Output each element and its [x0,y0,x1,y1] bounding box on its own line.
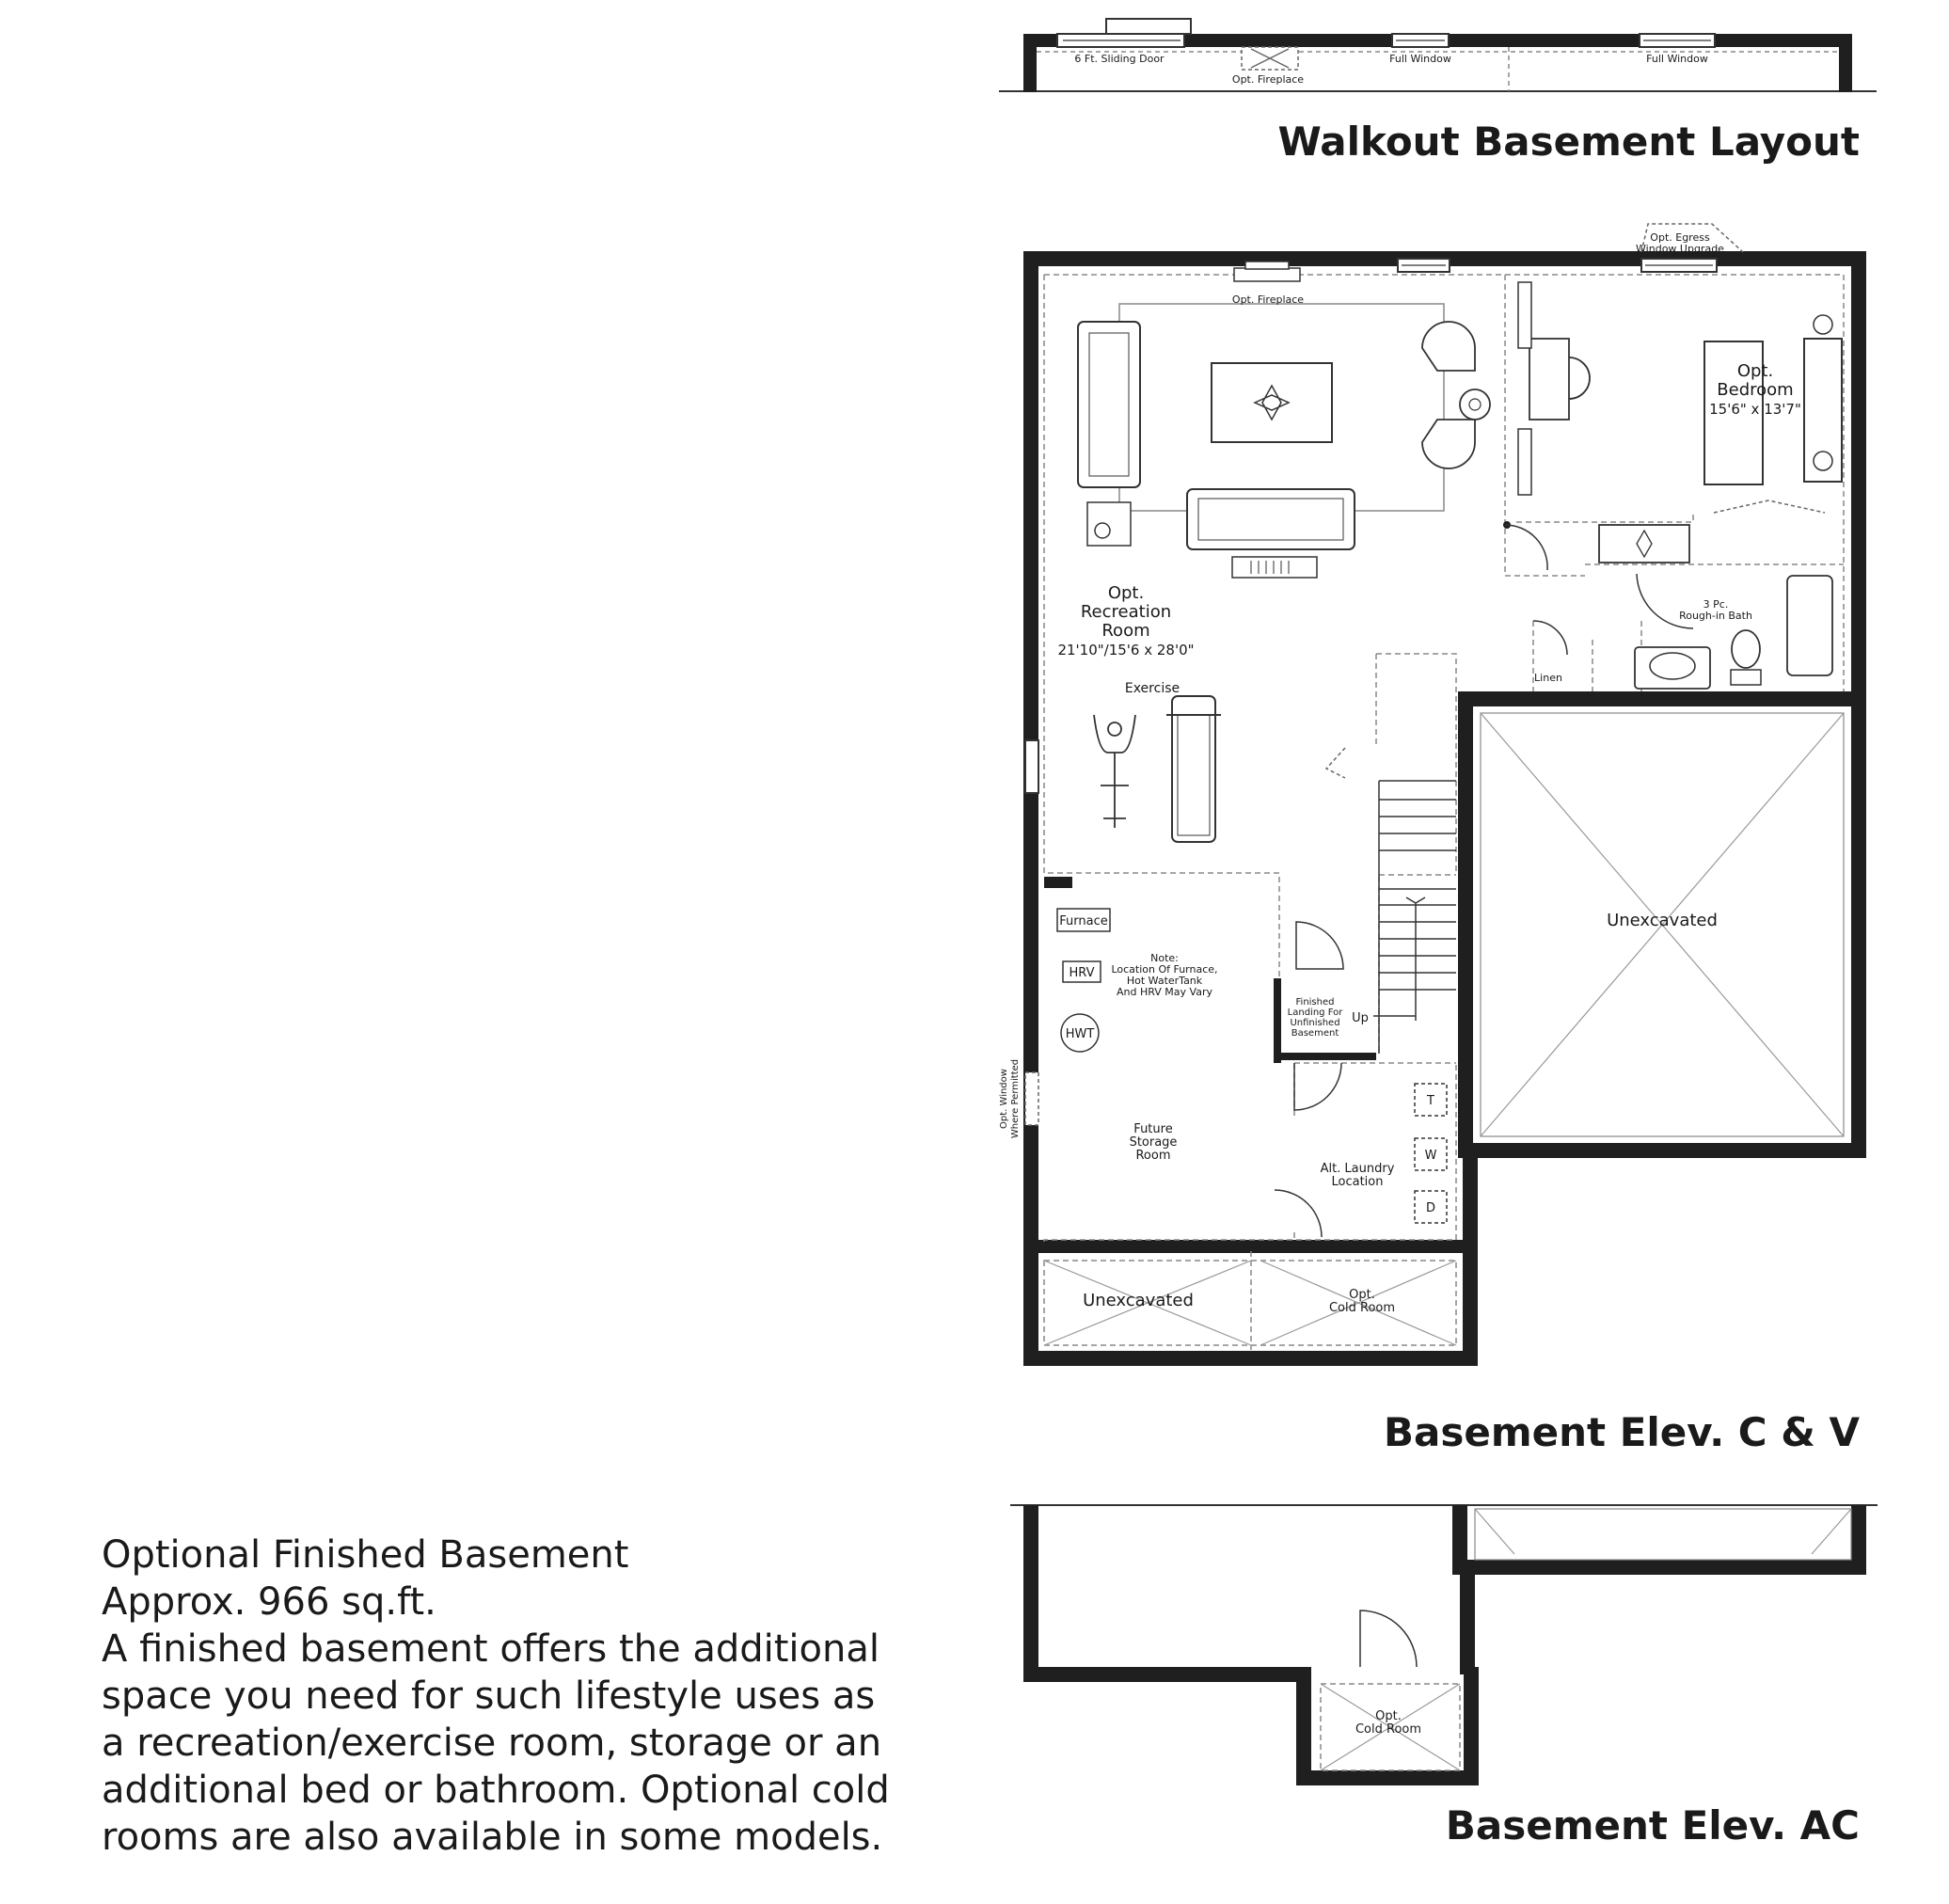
washer-label: W [1425,1149,1437,1163]
description-title: Optional Finished Basement [102,1533,629,1577]
landing-label: Landing For [1288,1008,1344,1018]
note-label: And HRV May Vary [1117,986,1212,998]
hwt-label: HWT [1066,1027,1095,1041]
fireplace-label: Opt. Fireplace [1232,294,1304,306]
description-line: space you need for such lifestyle uses a… [102,1674,876,1718]
cold-room-label: Opt. [1349,1288,1375,1302]
cold-room-label: Opt. [1375,1709,1402,1723]
bedroom-label: Opt. [1737,361,1773,381]
rec-room-label: Room [1101,621,1149,641]
landing-label: Finished [1296,997,1335,1008]
rec-room-label: Recreation [1081,602,1171,622]
unexcavated-label: Unexcavated [1083,1291,1194,1310]
description-area: Approx. 966 sq.ft. [102,1580,436,1624]
sliding-door-label: 6 Ft. Sliding Door [1074,53,1165,65]
landing-label: Basement [1291,1028,1339,1039]
bath-label: 3 Pc. [1703,598,1729,611]
landing-label: Unfinished [1290,1018,1339,1028]
description-line: a recreation/exercise room, storage or a… [102,1722,882,1765]
note-label: Location Of Furnace, [1111,963,1217,976]
cold-room-label: Cold Room [1329,1301,1395,1315]
hrv-label: HRV [1070,966,1095,980]
note-label: Hot WaterTank [1127,975,1203,987]
stairs-up-label: Up [1352,1011,1369,1025]
unexcavated-label: Unexcavated [1607,911,1718,930]
description-line: rooms are also available in some models. [102,1816,883,1859]
egress-label: Opt. Egress [1650,231,1710,244]
storage-label: Room [1135,1149,1170,1163]
elev-ac-heading: Basement Elev. AC [1445,1802,1860,1848]
bedroom-dims: 15'6" x 13'7" [1709,401,1801,418]
rec-room-dims: 21'10"/15'6 x 28'0" [1057,642,1194,658]
opt-window-label: Where Permitted [1010,1059,1021,1138]
opt-window-label: Opt. Window [999,1069,1009,1129]
full-window-label: Full Window [1389,53,1451,65]
exercise-label: Exercise [1125,681,1180,696]
walkout-fireplace-label: Opt. Fireplace [1232,73,1304,86]
full-window-label: Full Window [1646,53,1708,65]
rec-room-label: Opt. [1108,583,1144,603]
note-label: Note: [1150,952,1179,964]
egress-label: Window Upgrade [1636,243,1724,255]
bedroom-label: Bedroom [1717,380,1793,400]
ac-basement-plan: Opt. Cold Room [1010,1504,1878,1785]
laundry-label: Alt. Laundry [1321,1162,1395,1176]
walkout-heading: Walkout Basement Layout [1277,119,1860,165]
description-block: Optional Finished Basement Approx. 966 s… [102,1531,948,1861]
bath-label: Rough-in Bath [1679,610,1752,622]
linen-label: Linen [1534,672,1562,684]
description-line: additional bed or bathroom. Optional col… [102,1769,890,1812]
tub-label: T [1426,1094,1434,1108]
main-basement-plan: Opt. Egress Window Upgrade Opt. Fireplac… [999,223,1866,1366]
furnace-label: Furnace [1059,914,1107,928]
storage-label: Storage [1130,1135,1178,1150]
description-line: A finished basement offers the additiona… [102,1627,879,1671]
storage-label: Future [1133,1122,1172,1136]
cold-room-label: Cold Room [1355,1722,1421,1737]
elev-cv-heading: Basement Elev. C & V [1384,1409,1860,1455]
walkout-plan: 6 Ft. Sliding Door Opt. Fireplace Full W… [999,18,1877,92]
laundry-label: Location [1332,1175,1384,1189]
dryer-label: D [1426,1201,1435,1215]
